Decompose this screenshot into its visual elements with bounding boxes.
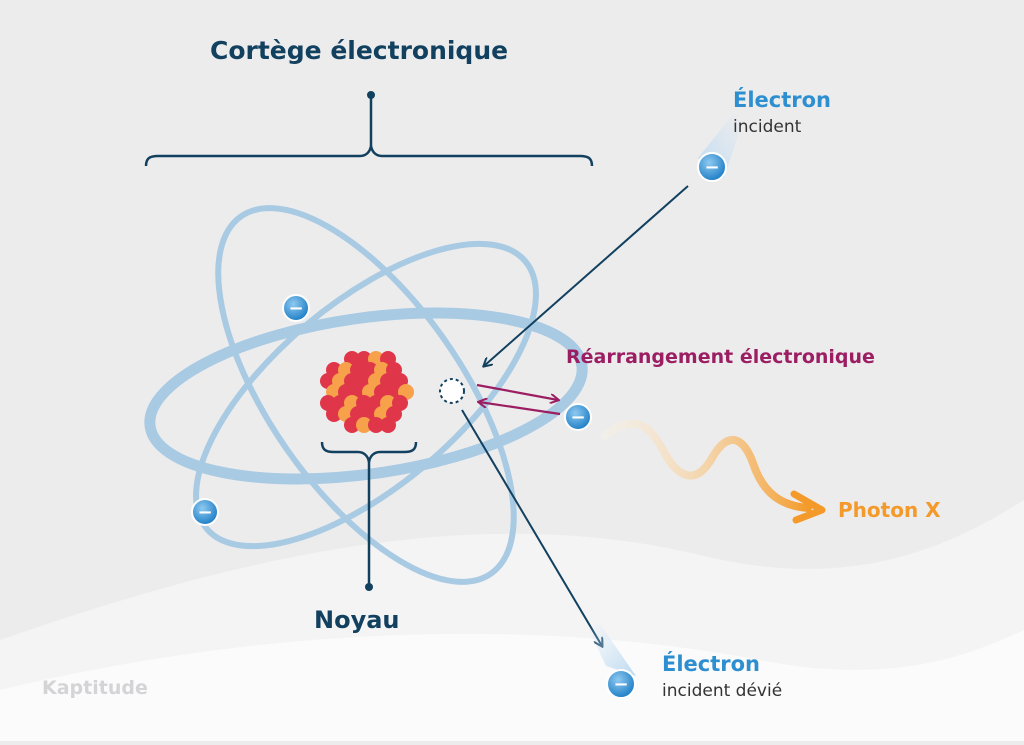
nucleon xyxy=(326,406,342,422)
electron-shell-title: Cortège électronique xyxy=(210,36,509,65)
nucleus-label: Noyau xyxy=(314,606,400,634)
incident-electron-sublabel: incident xyxy=(733,117,802,137)
incident-trajectory-arrow xyxy=(484,185,689,366)
electron-orbit-left: − xyxy=(191,498,219,526)
incident-electron-label: Électron xyxy=(733,88,832,112)
svg-text:−: − xyxy=(197,502,212,523)
deviated-electron-label: Électron xyxy=(662,652,761,676)
nucleus xyxy=(320,351,414,433)
svg-text:−: − xyxy=(288,298,303,319)
orbits xyxy=(144,205,588,585)
orbit-tilted-right xyxy=(215,205,517,585)
rearrangement-label: Réarrangement électronique xyxy=(566,346,875,368)
deviated-electron-trail xyxy=(588,624,636,676)
nucleon xyxy=(356,417,372,433)
deviated-electron-sublabel: incident dévié xyxy=(662,681,783,701)
electron-vacancy xyxy=(439,378,465,404)
electron-orbit-top: − xyxy=(282,294,310,322)
rearrangement-arrow-in xyxy=(479,402,561,416)
brand-watermark: Kaptitude xyxy=(42,677,148,699)
nucleon xyxy=(368,417,384,433)
rearrangement-arrow-out xyxy=(476,383,558,400)
photon-arrowhead xyxy=(790,490,826,524)
photon-label: Photon X xyxy=(838,498,941,522)
electron-orbit-right: − xyxy=(564,403,592,431)
svg-text:−: − xyxy=(570,407,585,428)
background-wave-front xyxy=(0,630,1024,741)
svg-text:−: − xyxy=(613,674,628,695)
incident-electron: − xyxy=(697,152,727,182)
svg-text:−: − xyxy=(704,157,719,178)
deviated-trajectory-arrow xyxy=(461,409,602,646)
shell-brace-dot xyxy=(367,91,375,99)
nucleon xyxy=(380,417,396,433)
orbit-tilted-left xyxy=(193,240,539,550)
deviated-electron: − xyxy=(606,669,636,699)
nucleon xyxy=(344,417,360,433)
nucleus-bracket-dot xyxy=(365,583,373,591)
photon-wave xyxy=(600,419,812,512)
orbit-horizontal xyxy=(144,307,588,485)
